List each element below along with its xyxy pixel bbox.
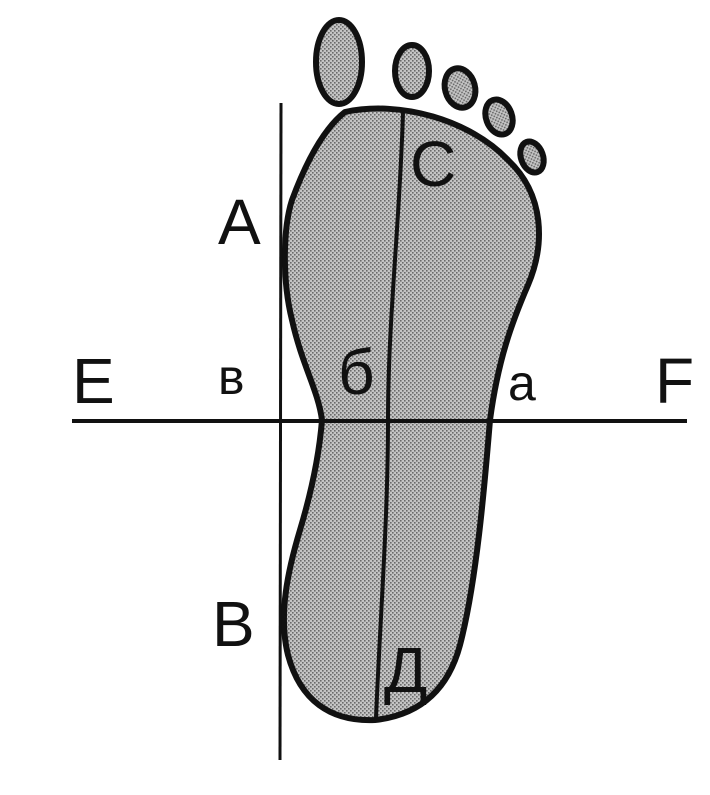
label-b-point: B [212, 588, 255, 660]
label-v-cyrillic: в [218, 349, 245, 405]
vertical-tangent-line [278, 102, 283, 761]
second-toe-print [392, 42, 432, 100]
label-f-point: F [655, 345, 694, 417]
label-d-point: Д [384, 634, 427, 706]
big-toe-print [313, 17, 365, 107]
label-a-point: A [218, 186, 261, 258]
label-c-point: C [410, 128, 456, 200]
label-a-lowercase: a [508, 355, 536, 411]
third-toe-print [441, 65, 479, 111]
sole-outline [280, 105, 542, 724]
label-e-point: E [72, 345, 115, 417]
fourth-toe-print [482, 96, 516, 138]
little-toe-print [517, 138, 547, 176]
label-b-cyrillic: б [338, 336, 375, 408]
